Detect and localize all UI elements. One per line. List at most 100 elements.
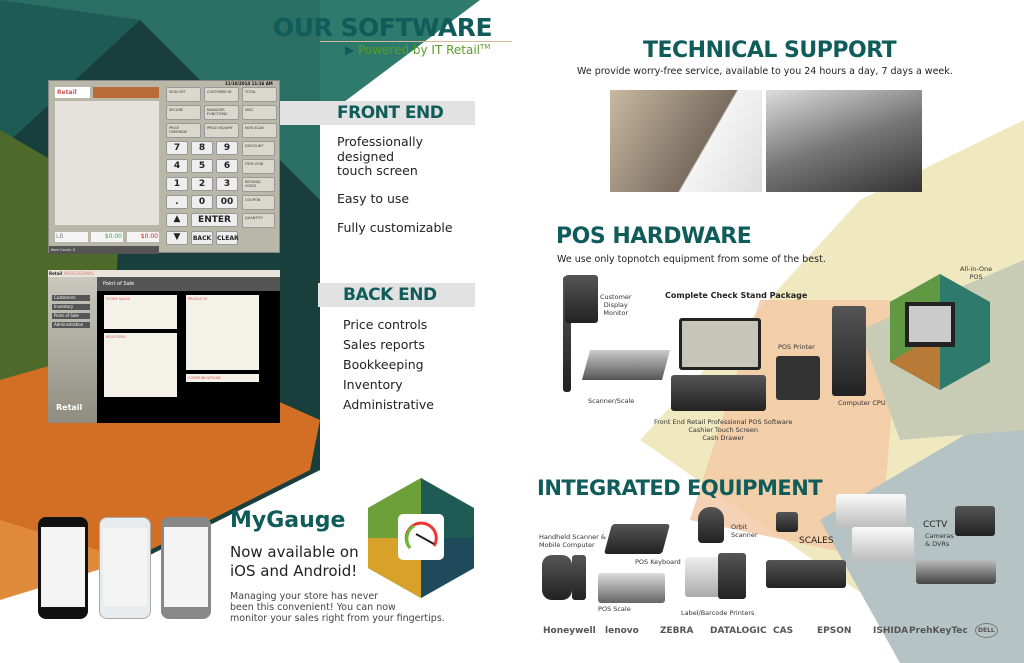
pos-key[interactable]: 6 xyxy=(216,159,238,173)
mobile-computer-image xyxy=(572,555,586,600)
body-line: monitor your sales right from your finge… xyxy=(230,613,445,624)
back-end-bar xyxy=(318,283,475,307)
keyboard-label: POS Keyboard xyxy=(635,558,681,566)
bo-nav-item[interactable]: Inventory xyxy=(52,304,90,310)
front-end-title: FRONT END xyxy=(337,103,444,123)
body-line: been this convenient! You can now xyxy=(230,602,396,613)
bo-brand: Retail xyxy=(49,271,63,276)
pos-key[interactable]: 4 xyxy=(166,159,188,173)
front-end-bar xyxy=(280,101,475,125)
pos-function-key[interactable]: COUPON xyxy=(242,195,275,210)
pos-key[interactable]: 5 xyxy=(191,159,213,173)
support-team-photo xyxy=(766,90,922,192)
pos-function-key[interactable]: SECURE xyxy=(166,105,201,120)
body-line: Managing your store has never xyxy=(230,591,379,602)
support-agent-photo xyxy=(610,90,762,192)
divider xyxy=(320,41,512,42)
up-arrow-key[interactable]: ▲ xyxy=(166,213,188,227)
pos-function-key[interactable]: DISCOUNT xyxy=(242,141,275,156)
cash-drawer-image xyxy=(671,375,766,411)
package-title: Complete Check Stand Package xyxy=(665,291,808,300)
pos-printer-image xyxy=(776,356,820,400)
pos-function-key[interactable]: SIGN OFF xyxy=(166,87,201,102)
phone-samsung xyxy=(99,517,151,619)
pos-receipt-area xyxy=(55,101,159,225)
back-end-title: BACK END xyxy=(343,285,437,305)
bo-nav-item[interactable]: Administration xyxy=(52,322,90,328)
scales-label: SCALES xyxy=(799,536,834,546)
cctv-label: CCTV xyxy=(923,520,948,530)
enter-key[interactable]: ENTER xyxy=(191,213,238,227)
bo-panel-products: PRODUCTS xyxy=(186,295,259,370)
powered-by: ▶ Powered by IT RetailTM xyxy=(345,43,490,57)
pos-function-key[interactable]: QUANTITY xyxy=(242,213,275,228)
brand-logo: ZEBRA xyxy=(660,626,694,636)
brand-logo: PrehKeyTec xyxy=(909,626,968,636)
bo-panel-store-sales: STORE SALES xyxy=(104,295,177,329)
clear-key[interactable]: CLEAR xyxy=(216,231,239,245)
pos-function-key[interactable]: MANAGER FUNCTIONS xyxy=(204,105,239,120)
support-subtitle: We provide worry-free service, available… xyxy=(577,66,953,77)
pos-key[interactable]: . xyxy=(166,195,188,209)
printer-label: POS Printer xyxy=(778,343,815,351)
brand-logo: EPSON xyxy=(817,626,852,636)
pos-key[interactable]: 8 xyxy=(191,141,213,155)
pos-key[interactable]: 00 xyxy=(216,195,238,209)
pos-key[interactable]: 2 xyxy=(191,177,213,191)
pos-function-key[interactable]: MISC xyxy=(242,105,277,120)
scale-display-image xyxy=(776,512,798,532)
pos-key[interactable]: 0 xyxy=(191,195,213,209)
label-scale-image xyxy=(836,494,906,529)
pos-function-key[interactable]: PRICE INQUIRY xyxy=(204,123,239,138)
support-title: TECHNICAL SUPPORT xyxy=(643,38,897,63)
cctv-camera-image xyxy=(955,506,995,536)
label-scale-image-2 xyxy=(852,527,914,562)
bo-nav-item[interactable]: Customers xyxy=(52,295,90,301)
brand-logo: DELL xyxy=(975,623,998,638)
front-end-item: touch screen xyxy=(337,163,418,178)
pos-key[interactable]: 3 xyxy=(216,177,238,191)
pos-function-key[interactable]: TOTAL xyxy=(242,87,277,102)
pos-function-key[interactable]: PRICE OVERRIDE xyxy=(166,123,201,138)
mygauge-headline-2: iOS and Android! xyxy=(230,562,358,580)
pos-total: $0.00 xyxy=(127,232,159,242)
back-end-item: Sales reports xyxy=(343,337,425,352)
cctv-sub-label: Cameras & DVRs xyxy=(925,532,954,549)
bo-brand-suffix: PROFESSIONAL xyxy=(63,271,94,276)
pos-key[interactable]: 7 xyxy=(166,141,188,155)
pos-datetime: 11/10/2014 11:16 AM xyxy=(225,81,273,86)
aio-label: All-in-One POS xyxy=(960,265,993,282)
monitor-label: Customer Display Monitor xyxy=(600,293,632,318)
handheld-scanner-image xyxy=(542,555,572,600)
powered-by-text: Powered by IT Retail xyxy=(358,43,481,57)
down-arrow-key[interactable]: ▼ xyxy=(166,231,188,245)
front-end-item: Fully customizable xyxy=(337,220,453,235)
pos-key[interactable]: 1 xyxy=(166,177,188,191)
software-title: OUR SOFTWARE xyxy=(273,13,493,42)
bo-header: Point of Sale xyxy=(97,277,280,291)
back-end-item: Inventory xyxy=(343,377,403,392)
pos-function-key[interactable]: CUSTOMER ID xyxy=(204,87,239,102)
brand-logo: CAS xyxy=(773,626,794,636)
customer-display-monitor-image xyxy=(563,276,571,392)
back-key[interactable]: BACK xyxy=(191,231,213,245)
pos-item-count: Item Count: 0 xyxy=(49,246,159,254)
orbit-label: Orbit Scanner xyxy=(731,523,758,540)
touch-screen-image xyxy=(679,318,761,370)
all-in-one-hexagon xyxy=(890,274,990,390)
back-end-item: Administrative xyxy=(343,397,434,412)
mygauge-title: MyGauge xyxy=(230,508,346,533)
barcode-printer-image xyxy=(718,553,746,599)
pos-logo: Retail xyxy=(55,87,90,98)
bo-nav-item[interactable]: Point of Sale xyxy=(52,313,90,319)
pos-function-key[interactable]: NON SCAN xyxy=(242,123,277,138)
pos-function-key[interactable]: REFUND/ VOIDS xyxy=(242,177,275,192)
back-end-item: Bookkeeping xyxy=(343,357,424,372)
pos-key[interactable]: 9 xyxy=(216,141,238,155)
scanner-scale-label: Scanner/Scale xyxy=(588,397,635,405)
mygauge-body: Managing your store has never been this … xyxy=(230,591,445,624)
pos-function-key[interactable]: ITEM VOID xyxy=(242,159,275,174)
front-end-item: Easy to use xyxy=(337,191,410,206)
